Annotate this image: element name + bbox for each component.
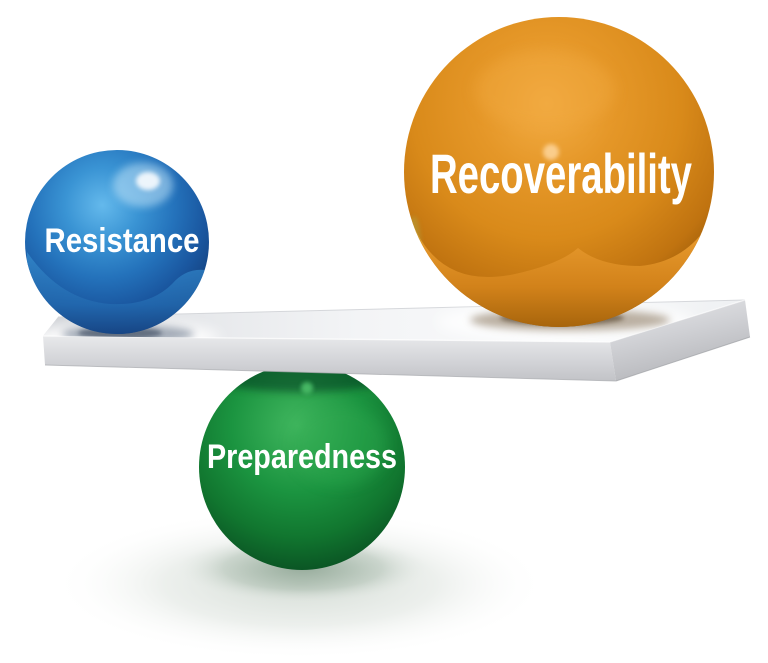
- recoverability-left-rim-reflection: [407, 216, 421, 284]
- resistance-label: Resistance: [45, 222, 200, 260]
- recoverability-highlight-dot: [543, 144, 559, 160]
- plank-front-face: [43, 336, 616, 381]
- preparedness-label: Preparedness: [207, 438, 397, 476]
- resistance-wave-reflection: [27, 252, 205, 334]
- plank-front-bottom-edge: [44, 364, 617, 382]
- recoverability-label: Recoverability: [430, 142, 692, 205]
- preparedness-top-highlight: [301, 382, 313, 394]
- resistance-sphere: Resistance: [25, 150, 209, 334]
- recoverability-sphere: Recoverability: [404, 17, 714, 327]
- recoverability-top-sheen: [475, 52, 615, 128]
- plank-right-face: [610, 300, 750, 381]
- preparedness-sheen: [292, 405, 388, 485]
- resistance-highlight-core: [136, 172, 160, 190]
- preparedness-sphere: Preparedness: [199, 364, 405, 570]
- plank-right-bottom-edge: [615, 336, 751, 382]
